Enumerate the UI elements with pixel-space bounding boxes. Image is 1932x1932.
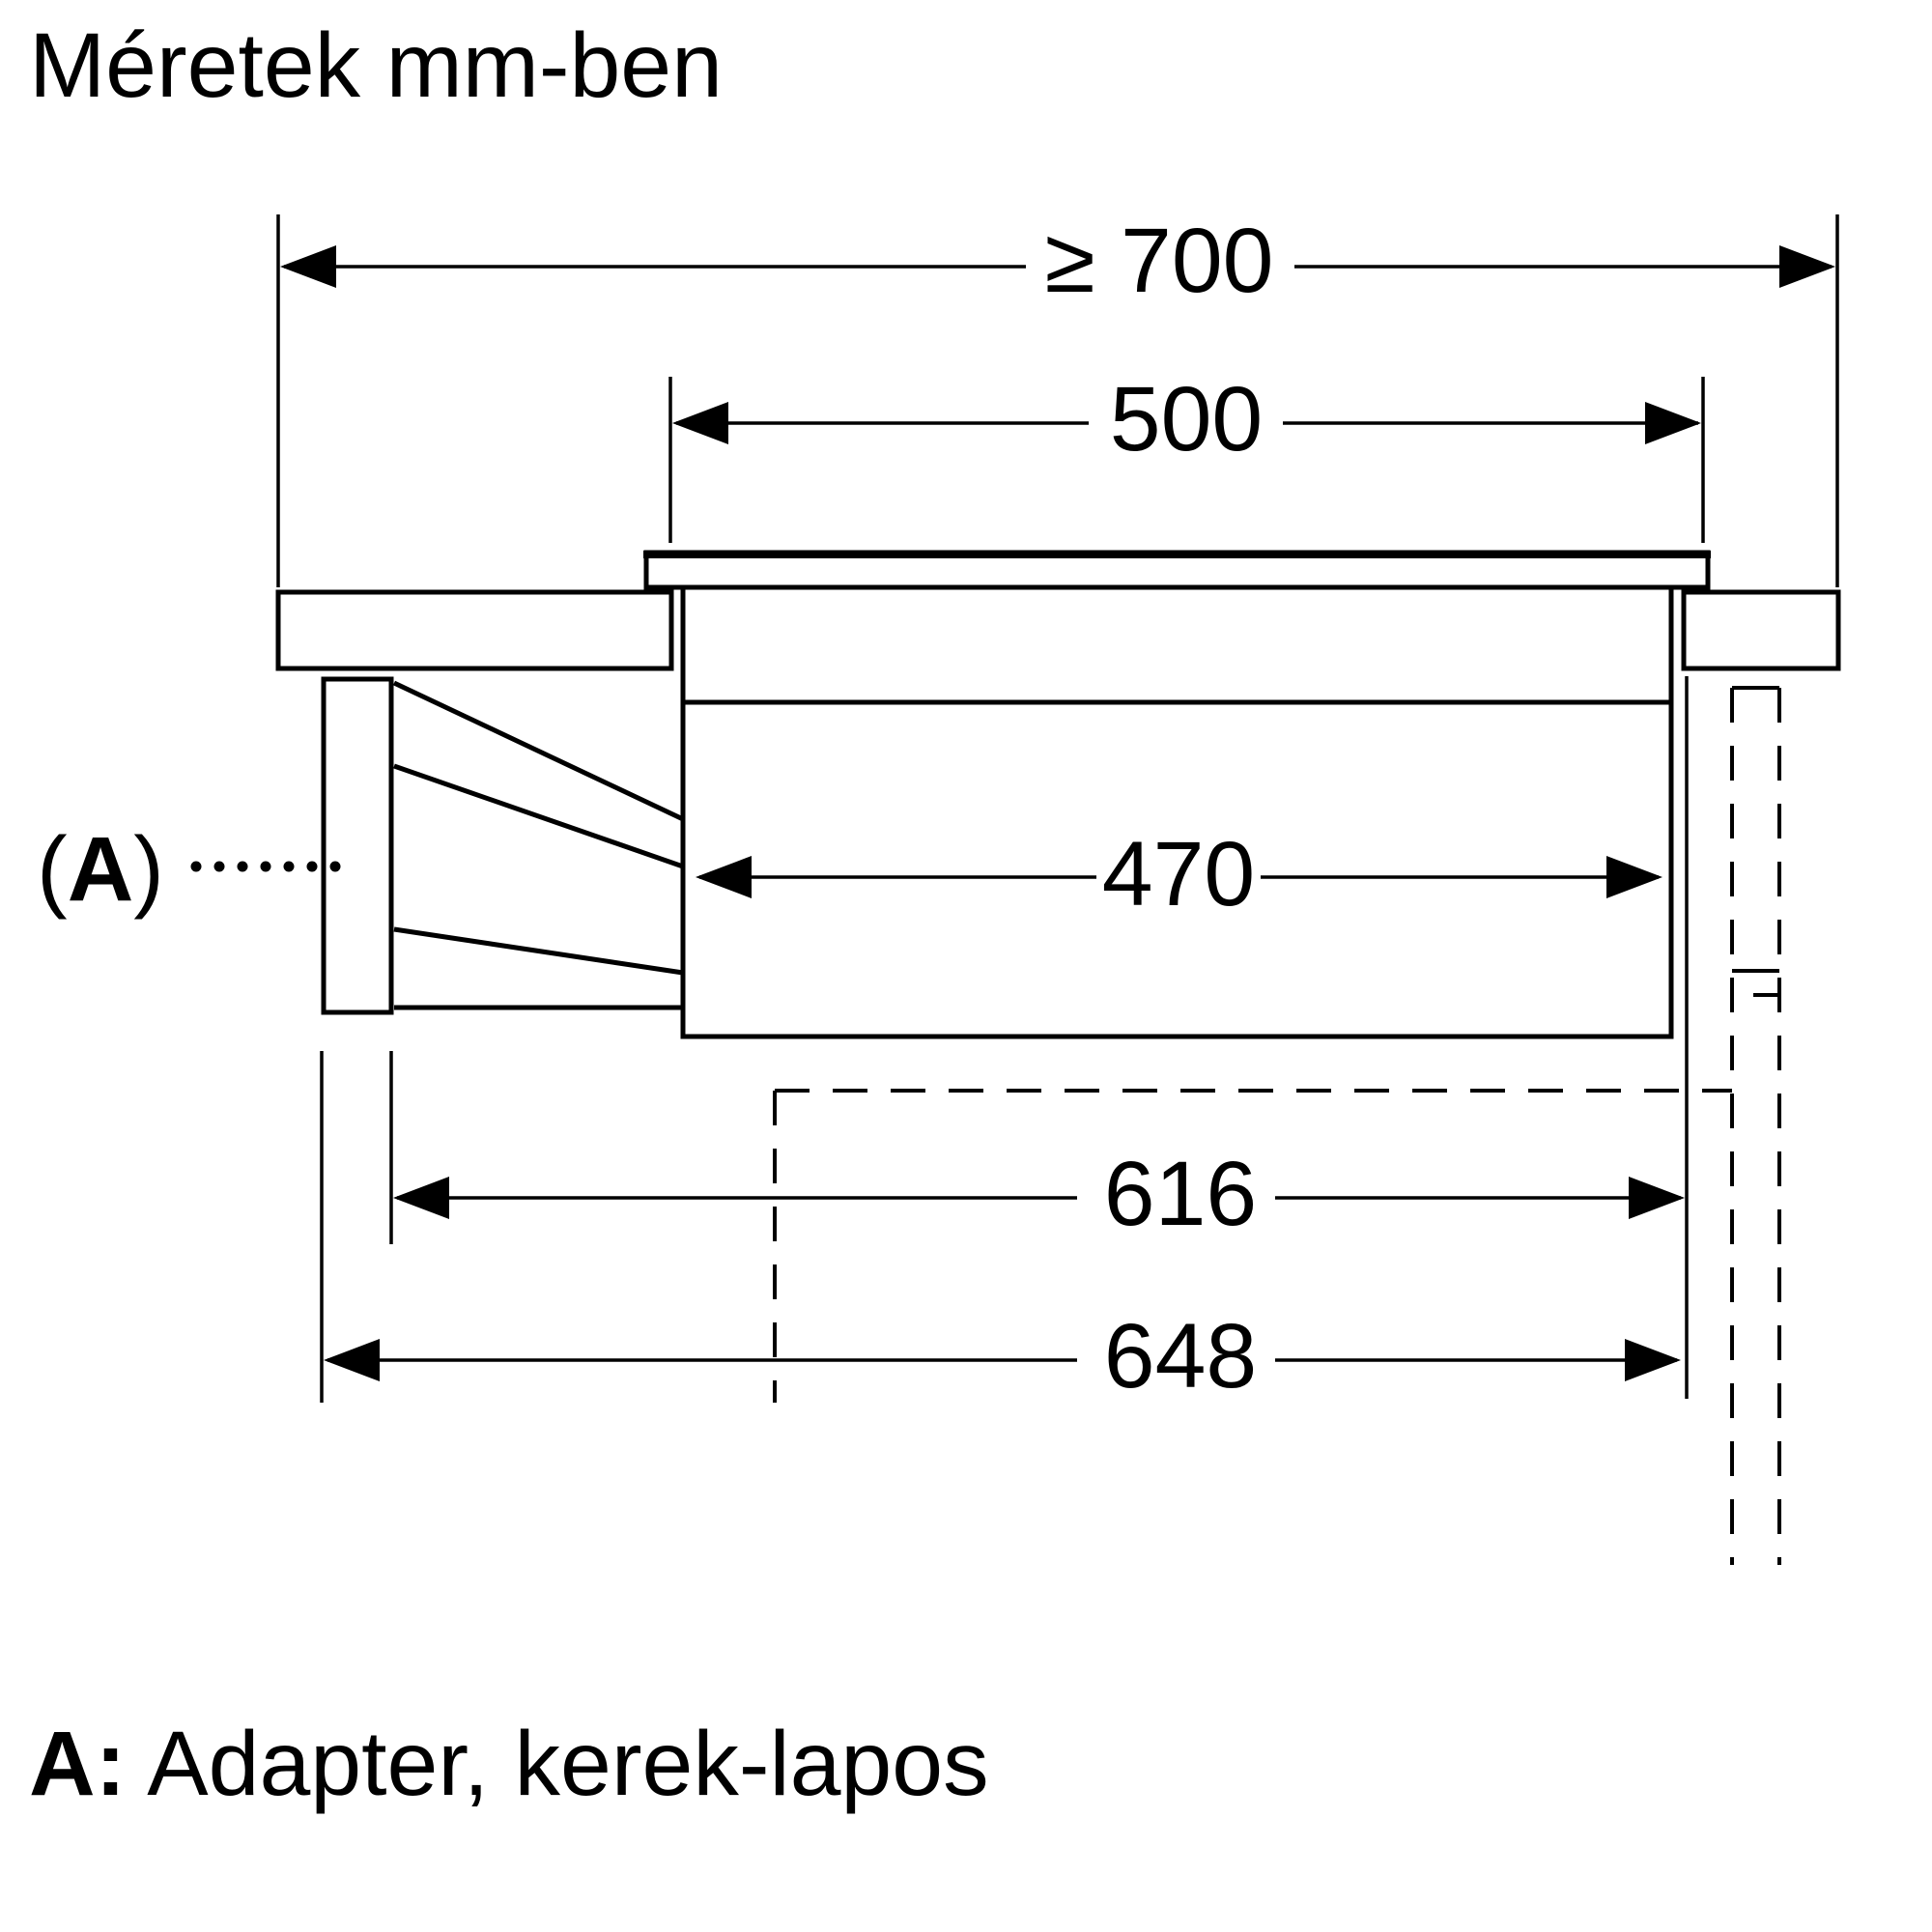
- adapter-box: [321, 676, 394, 1015]
- dim-label-500: 500: [1110, 368, 1264, 470]
- worktop-section-right: [1681, 589, 1841, 671]
- callout-a-dotted-leader: [190, 861, 341, 872]
- dimension-min-700: ≥ 700: [276, 210, 1839, 587]
- footnote-prefix: A:: [29, 1713, 126, 1815]
- hob-glass-plate: [643, 550, 1711, 590]
- funnel-top-edge: [392, 680, 685, 822]
- arrowhead-left-648: [324, 1339, 380, 1381]
- callout-a-label: (A): [37, 818, 164, 921]
- dimension-648: 648: [320, 1051, 1681, 1407]
- callout-a-paren-open: (: [37, 818, 68, 921]
- arrowhead-left-500: [672, 402, 728, 444]
- dim-label-470: 470: [1102, 823, 1256, 925]
- dimension-470: 470: [696, 823, 1662, 925]
- dim-label-616: 616: [1104, 1143, 1258, 1245]
- page-title: Méretek mm-ben: [29, 14, 723, 117]
- arrowhead-right-616: [1629, 1177, 1685, 1219]
- callout-a-paren-close: ): [133, 818, 164, 921]
- arrowhead-right-700: [1779, 245, 1835, 288]
- adapter-assembly: [321, 676, 685, 1015]
- footnote: A:Adapter, kerek-lapos: [29, 1713, 989, 1815]
- callout-a: (A): [37, 818, 341, 921]
- arrowhead-right-500: [1645, 402, 1701, 444]
- arrowhead-left-700: [280, 245, 336, 288]
- footnote-text: Adapter, kerek-lapos: [147, 1713, 988, 1815]
- dashed-duct-outlines: [773, 686, 1781, 1565]
- dimension-500: 500: [668, 368, 1705, 543]
- worktop-section-left: [275, 589, 674, 671]
- dim-label-min-700: ≥ 700: [1044, 210, 1273, 312]
- callout-a-letter: A: [68, 818, 134, 921]
- appliance-body-outline: [680, 584, 1674, 1039]
- arrowhead-right-648: [1625, 1339, 1681, 1381]
- arrowhead-left-470: [696, 856, 752, 898]
- arrowhead-left-616: [393, 1177, 449, 1219]
- arrowhead-right-470: [1606, 856, 1662, 898]
- appliance-body: [680, 584, 1674, 1039]
- dimension-616: 616: [389, 676, 1689, 1399]
- funnel-upper-inner-edge: [393, 763, 684, 869]
- dim-label-648: 648: [1104, 1305, 1258, 1407]
- funnel-lower-inner-edge: [393, 926, 684, 976]
